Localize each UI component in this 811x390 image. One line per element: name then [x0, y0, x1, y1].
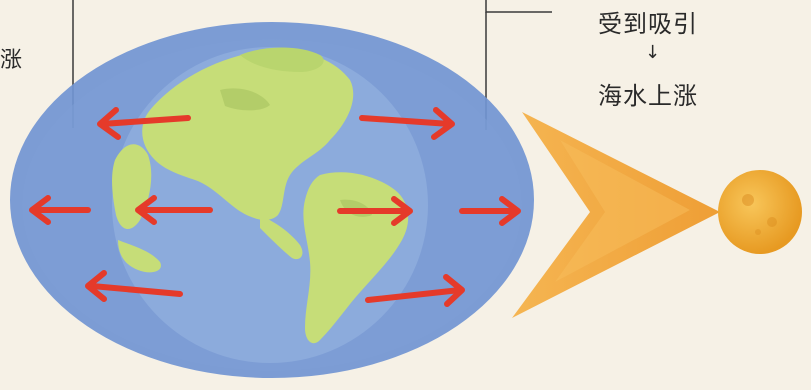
label-sea-rise: 海水上涨 [598, 76, 698, 111]
moon-icon [718, 170, 802, 254]
label-left-edge-fragment: 涨 [0, 42, 23, 74]
down-arrow-icon: ↓ [645, 42, 661, 63]
label-attracted: 受到吸引 [598, 4, 698, 39]
leader-line-right [486, 0, 552, 12]
earth-icon [112, 47, 428, 363]
